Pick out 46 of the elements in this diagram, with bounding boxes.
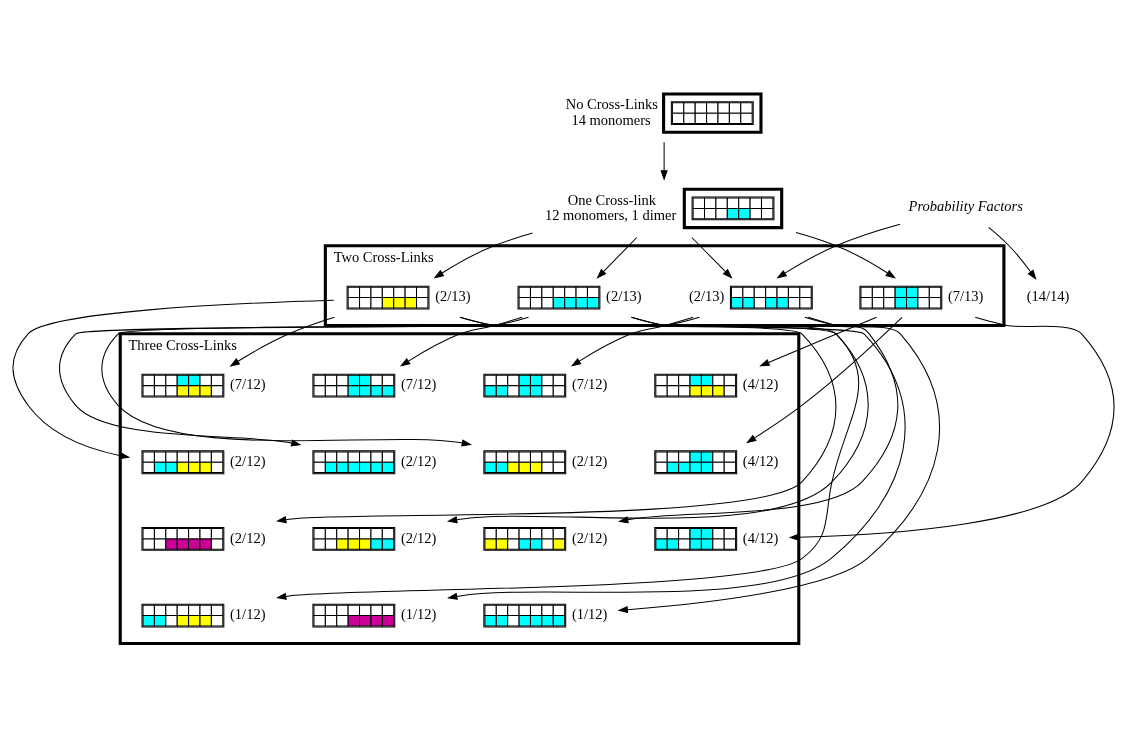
node-label: (2/12) [230, 453, 266, 470]
arrow [988, 226, 1037, 281]
arrow [446, 316, 906, 600]
arrow [433, 232, 534, 279]
arrow [759, 316, 878, 367]
node-label: (1/12) [400, 606, 437, 623]
node-label: (2/12) [571, 453, 608, 470]
node-label: (2/12) [400, 453, 437, 470]
arrow [596, 237, 638, 279]
node-label: 12 monomers, 1 dimer [544, 207, 677, 224]
node-picture [662, 92, 763, 134]
node-label: 14 monomers [571, 111, 651, 128]
node-label: (1/12) [230, 606, 266, 623]
arrow [776, 223, 901, 279]
node-label: (2/13) [606, 288, 642, 305]
node-label: (2/12) [400, 529, 437, 546]
node-text: (14/14) [1026, 288, 1070, 305]
arrow [229, 316, 335, 367]
node-text: Probability Factors [908, 198, 1023, 215]
node-label: (7/12) [230, 376, 266, 393]
node-label: (4/12) [742, 453, 779, 470]
node-label: (7/12) [571, 376, 608, 393]
node-label: (1/12) [571, 606, 608, 623]
arrow [746, 316, 903, 444]
arrow [691, 237, 733, 279]
arrow [276, 316, 837, 524]
node-label: (2/13) [688, 288, 725, 305]
arrow [446, 316, 869, 524]
arrow [617, 316, 941, 614]
node-label: (4/12) [742, 376, 779, 393]
node-label: One Cross-link [567, 191, 656, 208]
node-label: (7/13) [947, 288, 984, 305]
node-label: (2/13) [435, 288, 471, 305]
arrow [570, 316, 694, 367]
arrow [660, 141, 668, 181]
node-picture [682, 187, 784, 230]
arrow [788, 316, 1115, 541]
node-label: No Cross-Links [565, 96, 658, 113]
node-label: (4/12) [742, 529, 779, 546]
node-label: (2/12) [230, 529, 266, 546]
arrow [276, 316, 860, 600]
arrow [795, 232, 896, 279]
arrow [399, 316, 523, 367]
arrow [617, 316, 899, 524]
node-label: (7/12) [400, 376, 437, 393]
node-label: (2/12) [571, 529, 608, 546]
